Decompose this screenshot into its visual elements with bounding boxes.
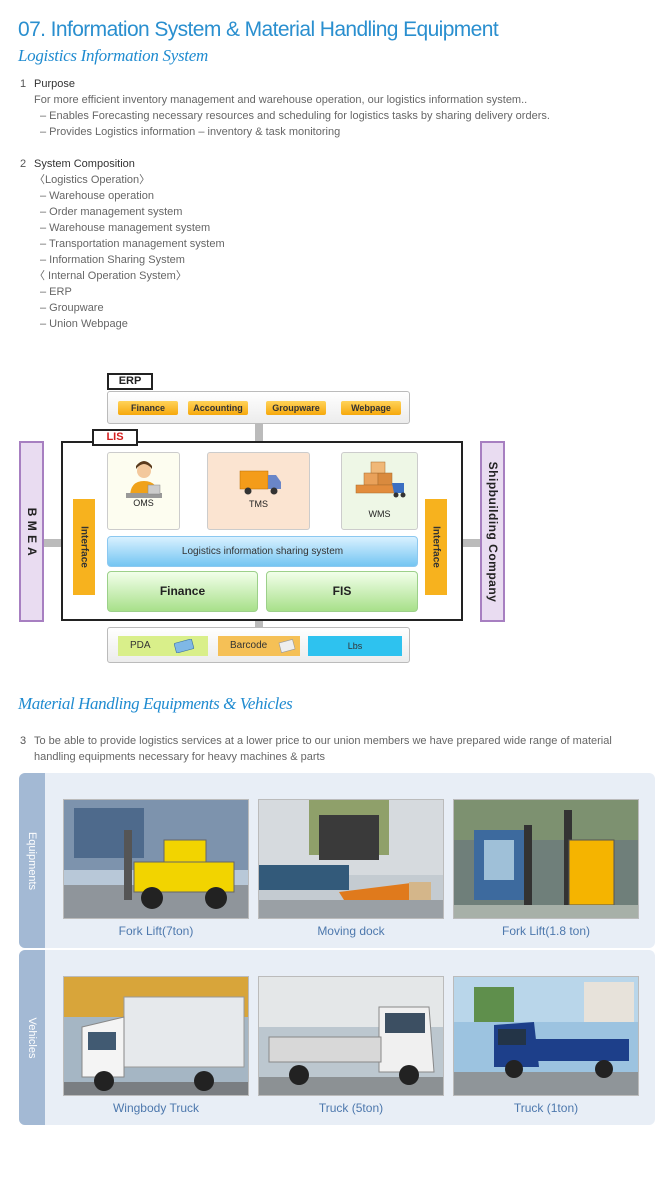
wingbody-truck-photo — [63, 976, 249, 1096]
right-connector — [461, 539, 483, 547]
pda-item: PDA — [118, 636, 208, 656]
interface-left-label: Interface — [78, 526, 90, 568]
purpose-line: – Enables Forecasting necessary resource… — [40, 110, 550, 122]
left-connector — [44, 539, 63, 547]
composition-line: – Warehouse management system — [40, 222, 211, 234]
erp-accounting: Accounting — [188, 401, 248, 415]
oms-label: OMS — [133, 498, 154, 508]
caption-truck-5ton: Truck (5ton) — [318, 1101, 384, 1115]
erp-label: ERP — [107, 373, 153, 390]
wingbody-truck-image — [64, 977, 248, 1095]
material-number: 3 — [20, 735, 27, 747]
material-line: handling equipments necessary for heavy … — [34, 751, 326, 763]
material-line: To be able to provide logistics services… — [34, 735, 612, 747]
section-number: 07. — [18, 18, 46, 41]
forklift-image — [64, 800, 248, 918]
composition-line: – Information Sharing System — [40, 254, 185, 266]
device-connector — [255, 619, 263, 629]
pda-label: PDA — [130, 640, 151, 651]
oms-module: OMS — [107, 452, 180, 530]
composition-heading: System Composition — [34, 158, 135, 170]
equipments-panel: Equipments — [19, 773, 655, 948]
barcode-label: Barcode — [230, 640, 268, 651]
shipbuilding-sidebar: Shipbuilding Company — [480, 441, 505, 622]
composition-line: – Order management system — [40, 206, 183, 218]
fis-box: FIS — [266, 571, 418, 612]
composition-line: – Groupware — [40, 302, 104, 314]
composition-group: 〈 Internal Operation System〉 — [34, 270, 187, 282]
moving-dock-image — [259, 800, 443, 918]
barcode-item: Barcode — [218, 636, 300, 656]
finance-box: Finance — [107, 571, 258, 612]
page-title: 07. Information System & Material Handli… — [18, 18, 499, 42]
boxes-icon — [355, 461, 406, 498]
truck-5ton-image — [259, 977, 443, 1095]
truck-1ton-image — [454, 977, 638, 1095]
purpose-section: 1 Purpose For more efficient inventory ma… — [20, 76, 550, 140]
interface-left: Interface — [73, 499, 95, 595]
purpose-line: For more efficient inventory management … — [34, 94, 528, 106]
moving-dock-photo — [258, 799, 444, 919]
erp-bar: Finance Accounting Groupware Webpage — [107, 391, 410, 424]
erp-connector — [255, 423, 263, 443]
composition-section: 2 System Composition 〈Logistics Operation… — [20, 156, 225, 332]
lbs-label: Lbs — [347, 641, 363, 651]
forklift-7ton-photo — [63, 799, 249, 919]
shipbuilding-label: Shipbuilding Company — [485, 461, 500, 602]
purpose-line: – Provides Logistics information – inven… — [40, 126, 341, 138]
caption-forklift-7ton: Fork Lift(7ton) — [118, 924, 194, 938]
composition-line: – Warehouse operation — [40, 190, 154, 202]
interface-right-label: Interface — [430, 526, 442, 568]
bmea-label: B M E A — [24, 507, 39, 556]
title-text: Information System & Material Handling E… — [50, 18, 499, 41]
caption-moving-dock: Moving dock — [317, 924, 385, 938]
device-bar: PDA Barcode Lbs — [107, 627, 410, 663]
truck-1ton-photo — [453, 976, 639, 1096]
lis-label: LIS — [92, 429, 138, 446]
wms-module: WMS — [341, 452, 418, 530]
bmea-sidebar: B M E A — [19, 441, 44, 622]
sharing-system-bar: Logistics information sharing system — [107, 536, 418, 567]
page-subtitle: Logistics Information System — [18, 46, 208, 65]
lis-box: OMS TMS WMS Logistics information sharin… — [61, 441, 463, 621]
composition-number: 2 — [20, 158, 27, 170]
operator-icon — [126, 461, 162, 498]
purpose-heading: Purpose — [34, 78, 75, 90]
erp-webpage: Webpage — [341, 401, 401, 415]
interface-right: Interface — [425, 499, 447, 595]
vehicles-panel: Vehicles — [19, 950, 655, 1125]
composition-group: 〈Logistics Operation〉 — [34, 174, 151, 186]
tms-label: TMS — [249, 499, 268, 509]
composition-line: – Transportation management system — [40, 238, 225, 250]
caption-wingbody-truck: Wingbody Truck — [112, 1101, 200, 1115]
reach-forklift-image — [454, 800, 638, 918]
pda-icon — [173, 639, 195, 653]
barcode-icon — [278, 639, 296, 653]
caption-forklift-1-8ton: Fork Lift(1.8 ton) — [501, 924, 591, 938]
truck-icon — [239, 470, 281, 495]
tms-module: TMS — [207, 452, 310, 530]
equipments-tab: Equipments — [19, 773, 45, 948]
caption-truck-1ton: Truck (1ton) — [513, 1101, 579, 1115]
truck-5ton-photo — [258, 976, 444, 1096]
vehicles-tab-label: Vehicles — [26, 1017, 38, 1058]
wms-label: WMS — [368, 509, 391, 519]
material-text: 3 To be able to provide logistics service… — [20, 733, 612, 765]
purpose-number: 1 — [20, 78, 27, 90]
erp-finance: Finance — [118, 401, 178, 415]
composition-line: – Union Webpage — [40, 318, 128, 330]
equipments-tab-label: Equipments — [26, 831, 38, 890]
composition-line: – ERP — [40, 286, 72, 298]
vehicles-tab: Vehicles — [19, 950, 45, 1125]
lbs-item: Lbs — [308, 636, 402, 656]
erp-groupware: Groupware — [266, 401, 326, 415]
forklift-1-8ton-photo — [453, 799, 639, 919]
material-title: Material Handling Equipments & Vehicles — [18, 694, 293, 713]
